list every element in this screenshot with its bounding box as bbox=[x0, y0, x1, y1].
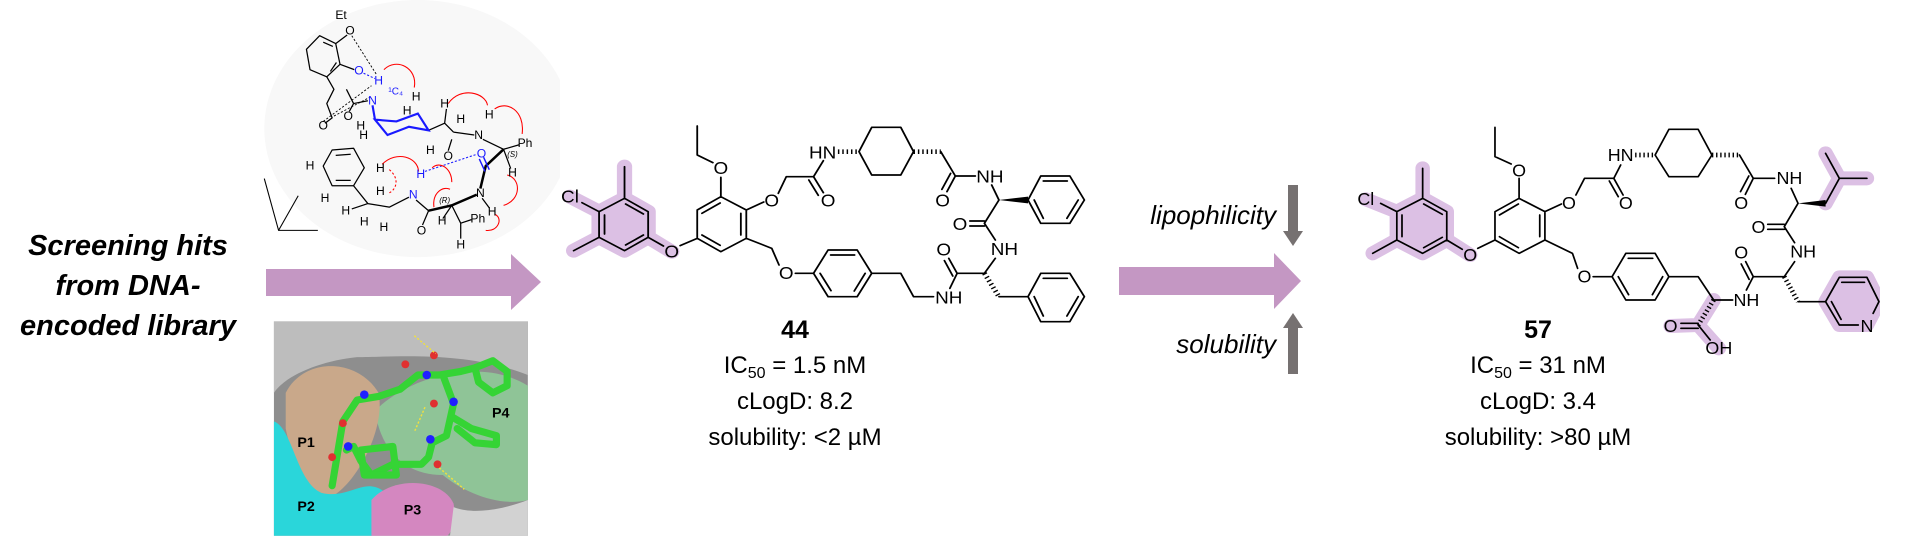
ic50-value: IC50 = 31 nM bbox=[1470, 352, 1606, 382]
atom-o: O bbox=[345, 23, 354, 37]
atom-n-blue: N bbox=[409, 188, 418, 202]
atom-h: H bbox=[403, 104, 412, 118]
atom-o: O bbox=[343, 109, 352, 123]
lipophilicity-label: lipophilicity bbox=[1150, 200, 1276, 230]
atom-o: O bbox=[936, 240, 951, 259]
atom-o: O bbox=[714, 159, 729, 178]
atom-o: O bbox=[821, 191, 836, 210]
atom-o: O bbox=[664, 242, 679, 261]
atom-nh: NH bbox=[991, 240, 1018, 259]
atom-cl: Cl bbox=[1357, 189, 1374, 209]
binding-pose-image: P1 P2 P3 P4 bbox=[273, 321, 528, 536]
atom-o: O bbox=[417, 223, 426, 237]
atom-o: O bbox=[1734, 193, 1748, 213]
atom-h: H bbox=[360, 214, 369, 228]
atom-h-blue: H bbox=[416, 167, 425, 181]
pocket-label-p4: P4 bbox=[492, 406, 510, 422]
atom-n: N bbox=[474, 128, 483, 142]
solubility-trend-label: solubility bbox=[1176, 329, 1276, 359]
atom-n: N bbox=[476, 186, 485, 200]
increase-arrow-icon bbox=[1283, 313, 1303, 375]
atom-o: O bbox=[443, 149, 452, 163]
atom-o: O bbox=[1734, 243, 1748, 263]
atom-o: O bbox=[1562, 193, 1576, 213]
atom-n: N bbox=[1860, 316, 1873, 336]
atom-o-blue: O bbox=[354, 64, 363, 78]
stereo-s-label: (S) bbox=[507, 150, 518, 159]
caption-line: encoded library bbox=[20, 310, 236, 342]
atom-h: H bbox=[426, 143, 435, 157]
atom-o: O bbox=[1578, 267, 1592, 287]
ligand-sticks bbox=[328, 357, 511, 490]
atom-h: H bbox=[306, 158, 315, 172]
ring-conformation-label: ¹C₄ bbox=[388, 87, 403, 98]
atom-o: O bbox=[1619, 193, 1633, 213]
atom-h: H bbox=[380, 220, 389, 234]
ethyl-label: Et bbox=[335, 8, 347, 22]
caption-line: from DNA- bbox=[55, 270, 201, 302]
atom-o: O bbox=[318, 119, 327, 133]
atom-h: H bbox=[341, 204, 350, 218]
pocket-label-p2: P2 bbox=[297, 499, 315, 515]
atom-nh: NH bbox=[1790, 242, 1816, 262]
solubility-value: solubility: >80 µM bbox=[1444, 424, 1632, 451]
atom-o: O bbox=[953, 215, 968, 234]
ic50-value: IC50 = 1.5 nM bbox=[723, 352, 867, 382]
atom-o: O bbox=[1751, 217, 1765, 237]
atom-cl: Cl bbox=[561, 187, 579, 206]
screening-hit-figures: Et O O O O O N N Ph Ph H H H H H H H H H… bbox=[263, 0, 560, 536]
phenyl-label: Ph bbox=[518, 136, 533, 150]
phenyl-label: Ph bbox=[470, 212, 485, 226]
atom-h: H bbox=[376, 184, 385, 198]
atom-o: O bbox=[764, 191, 779, 210]
atom-o: O bbox=[779, 264, 794, 283]
solubility-value: solubility: <2 µM bbox=[708, 424, 882, 451]
atom-n-blue: N bbox=[368, 94, 377, 108]
atom-h: H bbox=[412, 89, 421, 103]
compound-44-properties: 44 IC50 = 1.5 nM cLogD: 8.2 solubility: … bbox=[645, 312, 945, 456]
screening-hits-caption: Screening hits from DNA- encoded library bbox=[0, 226, 256, 346]
atom-h: H bbox=[488, 204, 497, 218]
atom-h: H bbox=[456, 112, 465, 126]
clogd-value: cLogD: 8.2 bbox=[736, 388, 854, 415]
atom-hn: HN bbox=[1608, 145, 1634, 165]
atom-h: H bbox=[508, 166, 517, 180]
pocket-label-p1: P1 bbox=[297, 435, 315, 451]
atom-h: H bbox=[438, 213, 447, 227]
atom-h: H bbox=[356, 119, 365, 133]
atom-oh: OH bbox=[1705, 338, 1732, 358]
stereo-r-label: (R) bbox=[439, 196, 450, 205]
conformation-drawing: Et O O O O O N N Ph Ph H H H H H H H H H… bbox=[263, 0, 560, 258]
atom-o: O bbox=[935, 191, 950, 210]
compound-57-properties: 57 IC50 = 31 nM cLogD: 3.4 solubility: >… bbox=[1388, 312, 1688, 456]
decrease-arrow-icon bbox=[1283, 185, 1303, 247]
atom-h: H bbox=[359, 128, 368, 142]
atom-h: H bbox=[440, 97, 449, 111]
atom-h: H bbox=[456, 238, 465, 252]
atom-h: H bbox=[485, 107, 494, 121]
compound-44-structure: Cl O O O O HN O NH O NH O NH O bbox=[561, 125, 1086, 323]
atom-nh: NH bbox=[935, 288, 962, 307]
atom-o: O bbox=[1512, 161, 1526, 181]
atom-o: O bbox=[1463, 245, 1477, 265]
atom-h: H bbox=[376, 161, 385, 175]
clogd-value: cLogD: 3.4 bbox=[1479, 388, 1597, 415]
compound-57-structure: Cl O O O O HN O NH O NH O NH O O OH N bbox=[1357, 126, 1880, 358]
caption-line: Screening hits bbox=[28, 230, 228, 262]
atom-h-blue: H bbox=[374, 73, 383, 87]
atom-nh: NH bbox=[1733, 290, 1759, 310]
compound-id: 57 bbox=[1524, 316, 1552, 344]
atom-hn: HN bbox=[809, 143, 836, 162]
progression-arrow-1 bbox=[266, 254, 541, 311]
optimization-arrow bbox=[1119, 253, 1301, 309]
atom-o: O bbox=[1664, 316, 1678, 336]
atom-o-blue: O bbox=[477, 147, 486, 161]
compound-id: 44 bbox=[781, 316, 809, 344]
atom-h: H bbox=[321, 191, 330, 205]
atom-nh: NH bbox=[976, 167, 1003, 186]
atom-nh: NH bbox=[1777, 168, 1803, 188]
pocket-label-p3: P3 bbox=[404, 503, 422, 519]
